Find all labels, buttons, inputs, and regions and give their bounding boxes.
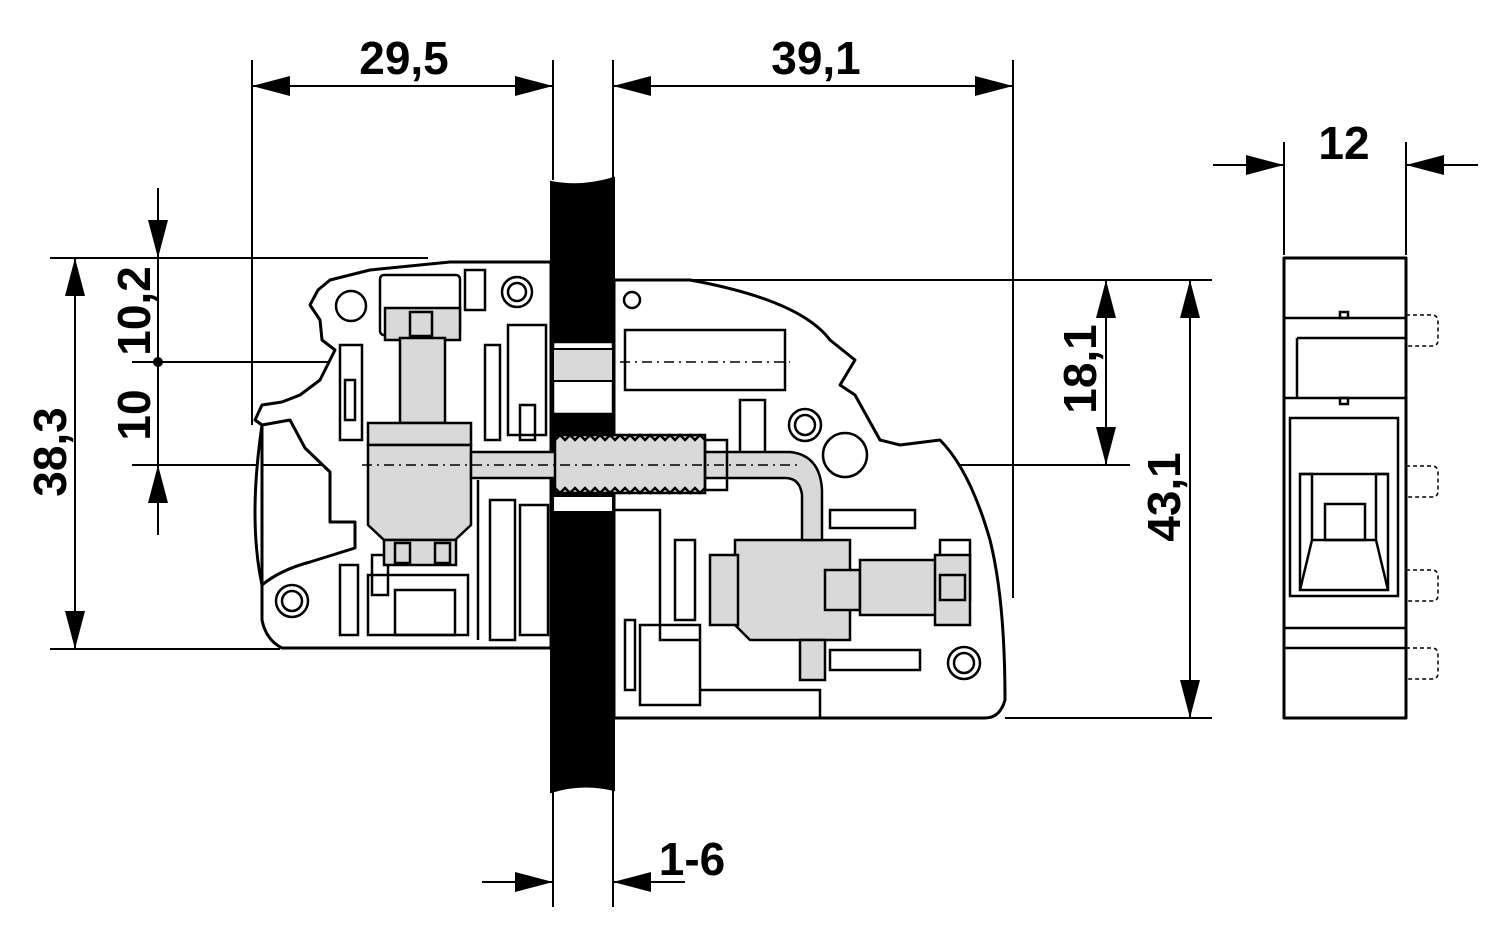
- through-bolt: [362, 361, 824, 542]
- dim-panel-thickness-label: 1-6: [659, 833, 725, 885]
- dim-module-width-label: 12: [1318, 117, 1369, 169]
- dim-width-right-label: 39,1: [771, 32, 861, 84]
- left-screw-clamp: [366, 306, 473, 567]
- dim-height-right-label: 43,1: [1138, 452, 1190, 542]
- dim-height-right-upper-label: 18,1: [1054, 324, 1106, 414]
- dim-offset-lower-label: 10: [108, 389, 160, 440]
- dim-width-left-label: 29,5: [359, 32, 449, 84]
- right-screw-clamp: [708, 538, 972, 682]
- dim-height-left-label: 38,3: [24, 407, 76, 497]
- dim-offset-upper-label: 10,2: [108, 266, 160, 356]
- side-view: [1282, 256, 1439, 720]
